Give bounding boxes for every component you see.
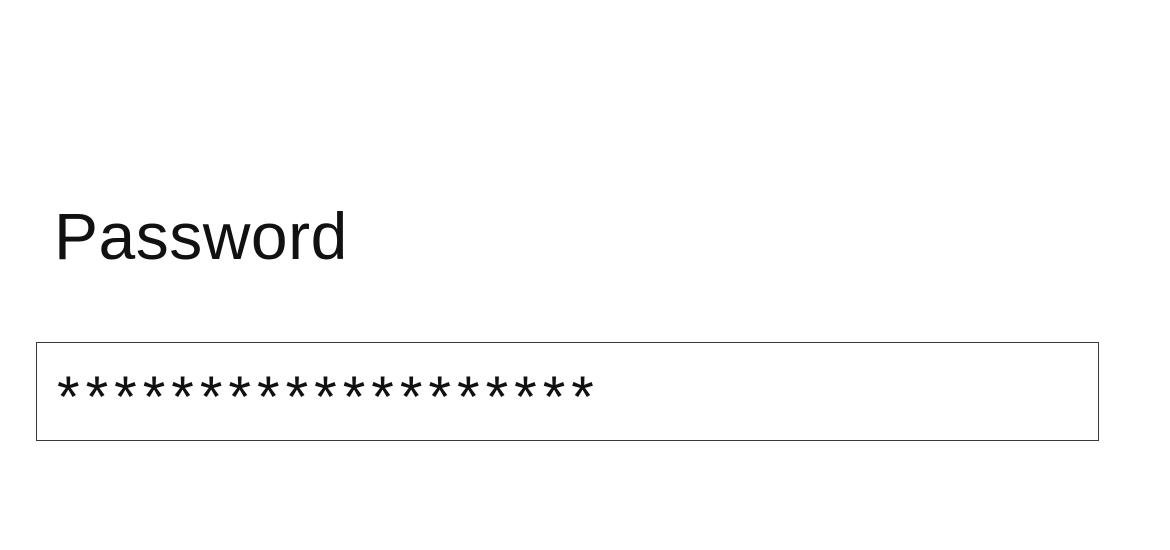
password-label: Password (54, 199, 348, 273)
password-field[interactable]: ******************* (36, 342, 1099, 441)
password-masked-value: ******************* (57, 369, 600, 419)
